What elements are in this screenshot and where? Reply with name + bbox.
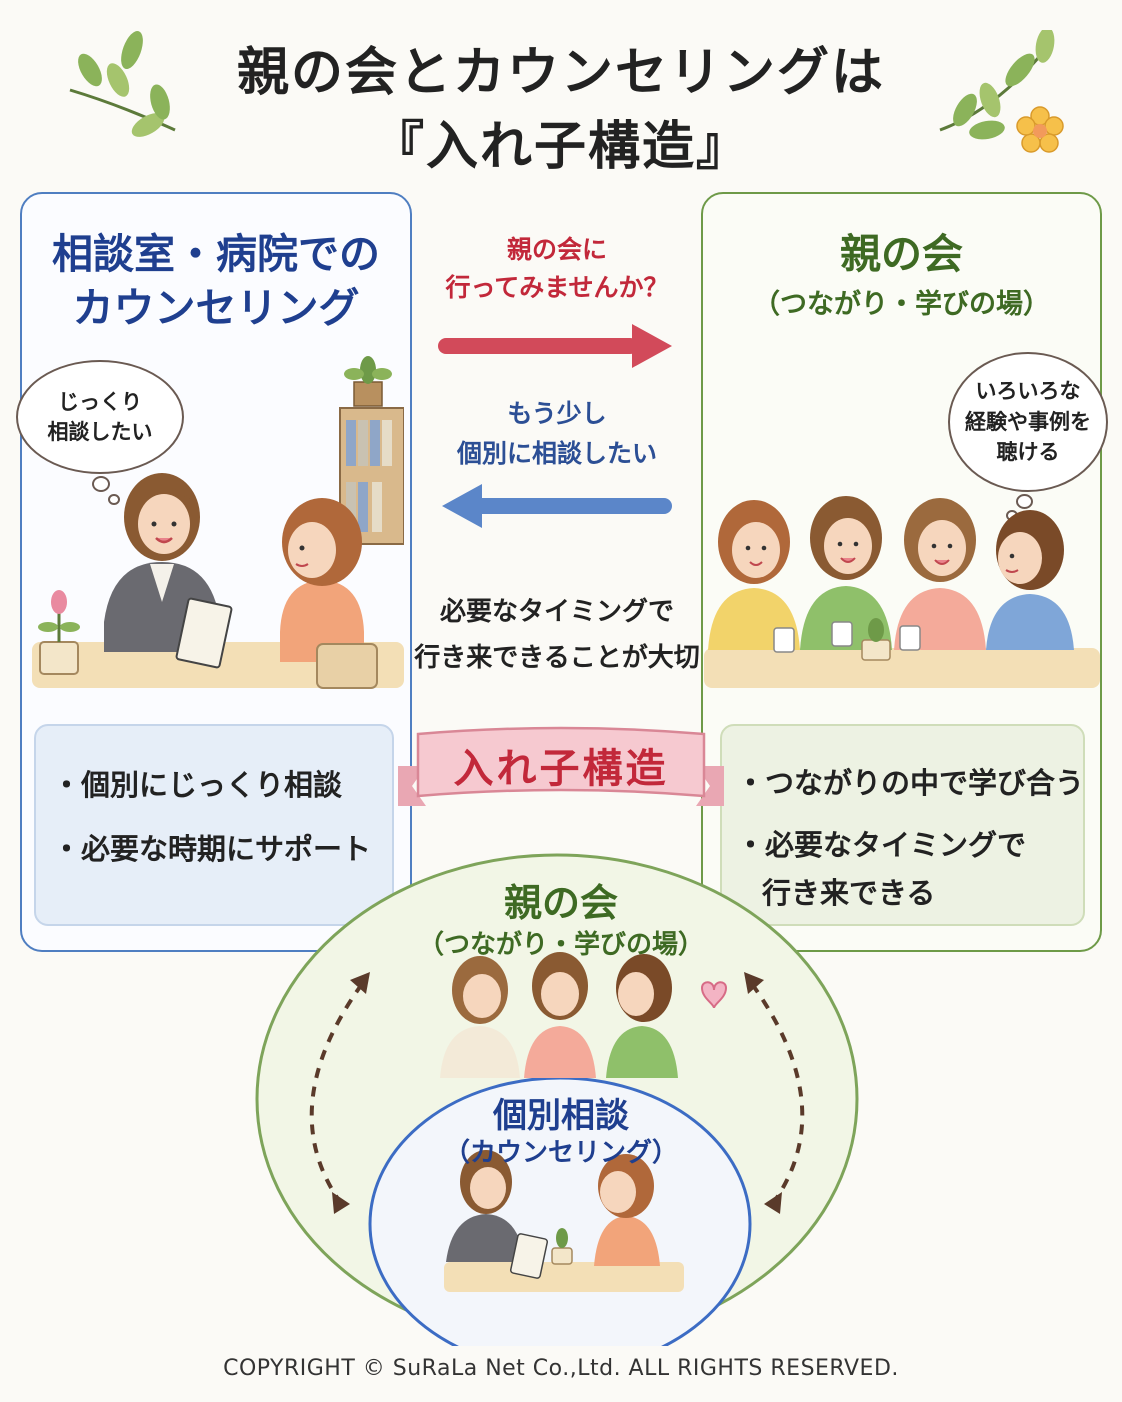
timing-note-line2: 行き来できることが大切: [414, 643, 700, 673]
nested-structure-diagram: [255, 853, 859, 1346]
thought-right-line1: いろいろな: [975, 379, 1081, 404]
return-text-line2: 個別に相談したい: [456, 439, 657, 468]
outer-oval-title: 親の会: [503, 881, 618, 925]
ribbon-label: 入れ子構造: [453, 746, 669, 792]
counseling-panel-title-line2: カウンセリング: [72, 284, 360, 332]
inner-oval-title: 個別相談: [493, 1096, 629, 1136]
copyright-text: COPYRIGHT © SuRaLa Net Co.,Ltd. ALL RIGH…: [223, 1356, 899, 1381]
ribbon-banner: [398, 726, 724, 806]
thought-dot: [1016, 494, 1033, 509]
inner-oval-subtitle: （カウンセリング）: [443, 1138, 678, 1168]
invite-text-line1: 親の会に: [506, 235, 607, 264]
page-title-line1: 親の会とカウンセリングは: [236, 43, 885, 103]
thought-bubble-right: いろいろな 経験や事例を 聴ける: [948, 352, 1108, 492]
parents-group-bullet-3: 行き来できる: [762, 876, 936, 910]
outer-oval-subtitle: （つながり・学びの場）: [417, 930, 704, 960]
thought-dot: [92, 476, 110, 492]
parents-group-panel-title: 親の会: [840, 230, 963, 278]
counseling-bullet-box: [34, 724, 394, 926]
arrow-right-icon: [438, 324, 672, 368]
thought-right-line2: 経験や事例を: [965, 409, 1091, 434]
invite-text-line2: 行ってみませんか？: [445, 273, 669, 302]
parents-group-illustration: [704, 496, 1100, 688]
parents-group-bullet-box: [720, 724, 1085, 926]
thought-bubble-left: じっくり相談したい: [16, 360, 184, 474]
parents-group-bullet-2: ・必要なタイミングで: [736, 828, 1027, 862]
parents-group-panel-subtitle: （つながり・学びの場）: [753, 289, 1050, 320]
thought-dot: [108, 494, 120, 505]
thought-left-line1: じっくり: [58, 389, 142, 414]
counseling-bullet-1: ・個別にじっくり相談: [52, 768, 343, 802]
leaf-branch-right-icon: [939, 30, 1055, 140]
return-text-line1: もう少し: [507, 399, 607, 428]
arrow-left-icon: [442, 484, 672, 528]
thought-right-line3: 聴ける: [996, 440, 1060, 465]
thought-left-line2: 相談したい: [47, 420, 153, 444]
timing-note-line1: 必要なタイミングで: [439, 597, 674, 627]
parents-group-bullet-1: ・つながりの中で学び合う: [736, 766, 1085, 800]
counseling-scene-illustration: [32, 356, 404, 689]
counseling-bullet-2: ・必要な時期にサポート: [52, 832, 372, 866]
page-title-line2: 『入れ子構造』: [371, 117, 750, 177]
leaf-branch-left-icon: [69, 30, 176, 137]
counseling-panel-title-line1: 相談室・病院での: [52, 230, 380, 278]
flower-icon: [1016, 106, 1064, 153]
